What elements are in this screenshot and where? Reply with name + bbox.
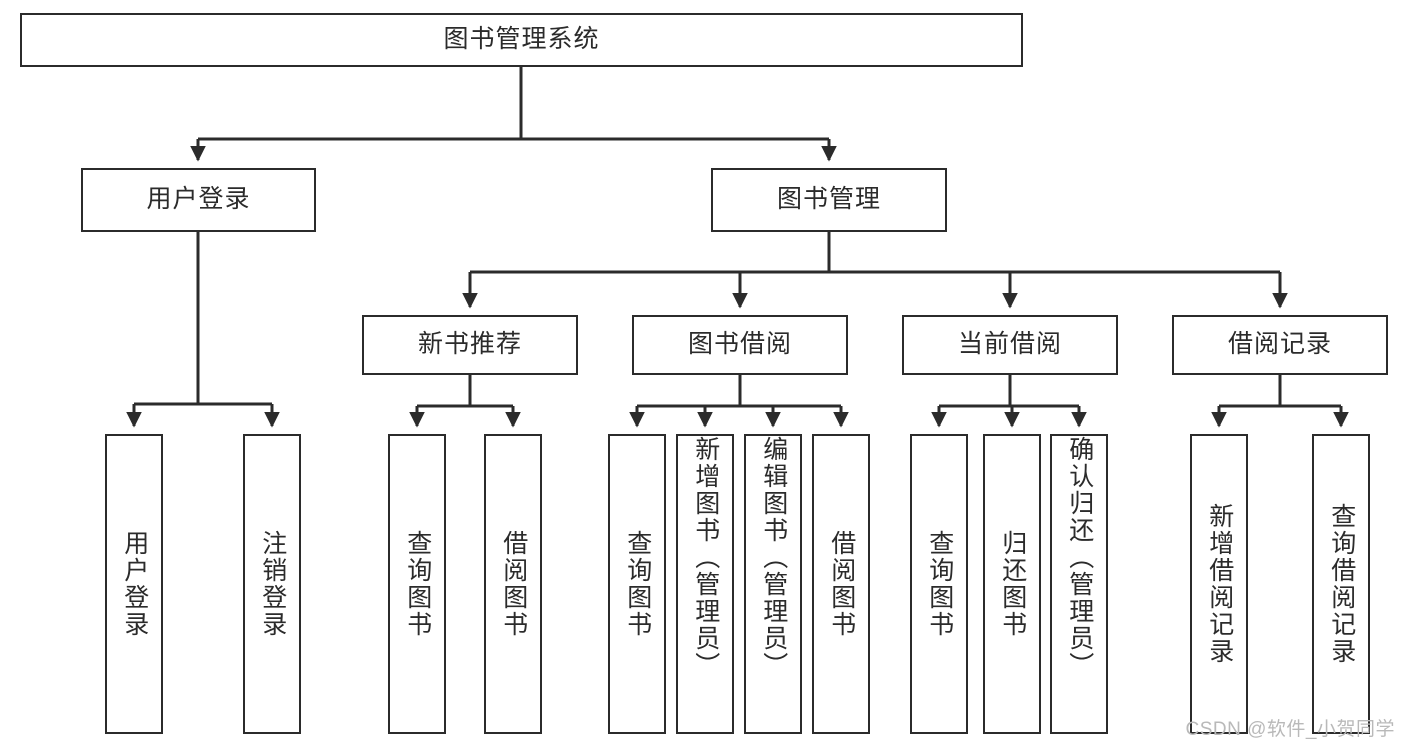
- node-root-label: 图书管理系统: [443, 25, 600, 54]
- leaf-borrow-book-2-label: 借阅图书: [827, 530, 856, 638]
- leaf-add-book-label: 新增图书（管理员）: [691, 436, 720, 679]
- node-user-login-label: 用户登录: [146, 185, 251, 214]
- node-user-login[interactable]: 用户登录: [81, 168, 316, 232]
- leaf-user-login-label: 用户登录: [120, 530, 149, 638]
- leaf-edit-book[interactable]: 编辑图书（管理员）: [744, 434, 802, 734]
- leaf-confirm-return-label: 确认归还（管理员）: [1065, 436, 1094, 679]
- leaf-borrow-book-1-label: 借阅图书: [499, 530, 528, 638]
- leaf-query-book-1-label: 查询图书: [403, 530, 432, 638]
- leaf-confirm-return[interactable]: 确认归还（管理员）: [1050, 434, 1108, 734]
- leaf-add-borrow-record[interactable]: 新增借阅记录: [1190, 434, 1248, 734]
- node-new-book-recommend[interactable]: 新书推荐: [362, 315, 578, 375]
- leaf-user-login[interactable]: 用户登录: [105, 434, 163, 734]
- node-book-management-label: 图书管理: [776, 185, 881, 214]
- leaf-query-book-3-label: 查询图书: [925, 530, 954, 638]
- leaf-query-book-3[interactable]: 查询图书: [910, 434, 968, 734]
- leaf-query-borrow-record[interactable]: 查询借阅记录: [1312, 434, 1370, 734]
- node-current-borrow[interactable]: 当前借阅: [902, 315, 1118, 375]
- leaf-query-book-1[interactable]: 查询图书: [388, 434, 446, 734]
- leaf-query-book-2[interactable]: 查询图书: [608, 434, 666, 734]
- node-book-management[interactable]: 图书管理: [711, 168, 947, 232]
- leaf-return-book-label: 归还图书: [998, 530, 1027, 638]
- node-root[interactable]: 图书管理系统: [20, 13, 1023, 67]
- node-borrow-record[interactable]: 借阅记录: [1172, 315, 1388, 375]
- leaf-edit-book-label: 编辑图书（管理员）: [759, 436, 788, 679]
- leaf-user-logout[interactable]: 注销登录: [243, 434, 301, 734]
- leaf-borrow-book-1[interactable]: 借阅图书: [484, 434, 542, 734]
- leaf-add-book[interactable]: 新增图书（管理员）: [676, 434, 734, 734]
- watermark-text: CSDN @软件_小贺同学: [1185, 719, 1395, 740]
- node-book-borrow[interactable]: 图书借阅: [632, 315, 848, 375]
- node-new-book-recommend-label: 新书推荐: [417, 330, 522, 359]
- leaf-return-book[interactable]: 归还图书: [983, 434, 1041, 734]
- leaf-query-book-2-label: 查询图书: [623, 530, 652, 638]
- node-current-borrow-label: 当前借阅: [957, 330, 1062, 359]
- leaf-borrow-book-2[interactable]: 借阅图书: [812, 434, 870, 734]
- leaf-query-borrow-record-label: 查询借阅记录: [1327, 503, 1356, 665]
- leaf-user-logout-label: 注销登录: [258, 530, 287, 638]
- leaf-add-borrow-record-label: 新增借阅记录: [1205, 503, 1234, 665]
- node-book-borrow-label: 图书借阅: [687, 330, 792, 359]
- node-borrow-record-label: 借阅记录: [1227, 330, 1332, 359]
